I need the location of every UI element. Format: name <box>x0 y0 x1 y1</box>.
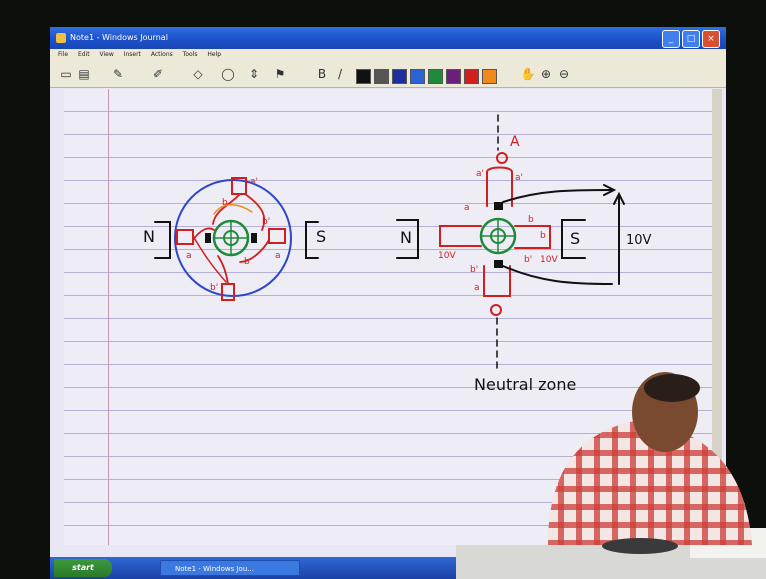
right-coil-label: b <box>528 215 534 225</box>
start-button[interactable]: start <box>54 559 112 577</box>
left-coil-bottom <box>221 283 235 301</box>
right-n-pole-bracket <box>396 219 419 259</box>
line-width-icon[interactable]: / <box>337 67 343 81</box>
right-coil-label: a' <box>476 169 484 179</box>
pen-icon[interactable]: ✎ <box>112 67 124 81</box>
menu-file[interactable]: File <box>58 51 69 58</box>
eraser-icon[interactable]: ◇ <box>193 67 203 81</box>
insert-space-icon[interactable]: ⇕ <box>248 67 260 81</box>
left-coil-left <box>176 229 194 245</box>
right-s-pole-label: S <box>570 229 580 248</box>
journal-app-icon <box>56 33 66 43</box>
zoom-out-icon[interactable]: ⊖ <box>558 67 570 81</box>
right-brush-bottom <box>494 260 503 268</box>
page-margin-line <box>108 89 109 545</box>
left-coil-wire-6 <box>192 235 227 283</box>
right-coil-label: b' <box>470 265 478 275</box>
left-coil-label: a' <box>250 177 258 187</box>
left-coil-wire-1 <box>212 193 241 225</box>
left-coil-label: a <box>186 251 192 261</box>
window-titlebar: Note1 - Windows Journal _ □ × <box>50 27 726 49</box>
window-title: Note1 - Windows Journal <box>70 33 168 42</box>
left-brush-left <box>205 233 211 243</box>
presenter-hair <box>644 374 700 402</box>
left-coil-wire-4 <box>239 239 270 263</box>
bold-icon[interactable]: B <box>317 67 327 81</box>
right-voltage-label: 10V <box>626 233 652 248</box>
right-coil-label: 10V <box>438 251 456 261</box>
color-swatch-gray[interactable] <box>374 69 389 84</box>
vertical-scrollbar[interactable] <box>712 89 722 545</box>
right-coil-top <box>486 166 513 207</box>
left-brush-right <box>251 233 257 243</box>
right-brush-top <box>494 202 503 210</box>
flag-icon[interactable]: ⚑ <box>274 67 286 81</box>
left-machine-diagram: N S a' b a b' a b' b' <box>143 177 326 301</box>
right-coil-label: a <box>474 283 480 293</box>
right-coil-label: b' <box>524 255 532 265</box>
color-swatch-purple[interactable] <box>446 69 461 84</box>
menu-insert[interactable]: Insert <box>123 51 141 58</box>
toolbar: ▭ ▤ ✎ ✐ ◇ ◯ ⇕ ⚑ B / ✋ ⊕ ⊖ <box>50 61 726 88</box>
tablet-device <box>602 538 678 554</box>
left-coil-wire-2 <box>244 193 266 231</box>
left-s-pole-label: S <box>316 227 326 246</box>
color-swatch-red[interactable] <box>464 69 479 84</box>
menu-tools[interactable]: Tools <box>182 51 198 58</box>
color-swatch-orange[interactable] <box>482 69 497 84</box>
left-coil-wire-7 <box>213 204 253 215</box>
right-n-pole-label: N <box>400 228 412 247</box>
right-coil-label: a' <box>515 173 523 183</box>
right-a-label: A <box>510 134 520 150</box>
right-machine-diagram: A N S 10V Neutral zone a' a' a a b b' b … <box>396 114 652 394</box>
open-folder-icon[interactable]: ▤ <box>78 67 90 81</box>
right-lead-bottom <box>502 265 613 285</box>
lasso-icon[interactable]: ◯ <box>221 67 235 81</box>
minimize-button[interactable]: _ <box>662 30 680 48</box>
left-coil-label: b' <box>210 283 218 293</box>
right-voltage-arrow <box>613 191 625 205</box>
menu-edit[interactable]: Edit <box>77 51 90 58</box>
zoom-in-icon[interactable]: ⊕ <box>540 67 552 81</box>
color-swatch-black[interactable] <box>356 69 371 84</box>
left-coil-wire-5 <box>217 255 229 285</box>
right-coil-bottom <box>483 265 511 297</box>
close-button[interactable]: × <box>702 30 720 48</box>
menu-actions[interactable]: Actions <box>150 51 173 58</box>
menu-bar: File Edit View Insert Actions Tools Help <box>50 49 726 61</box>
right-coil-right <box>514 225 551 249</box>
menu-view[interactable]: View <box>99 51 114 58</box>
hand-icon[interactable]: ✋ <box>520 67 536 81</box>
maximize-button[interactable]: □ <box>682 30 700 48</box>
right-coil-label: a <box>464 203 470 213</box>
left-coil-label: b' <box>262 217 270 227</box>
left-n-pole-bracket <box>154 221 171 259</box>
left-coil-label: b <box>222 198 228 208</box>
right-coil-label: b <box>540 231 546 241</box>
left-coil-label: b' <box>244 257 252 267</box>
new-page-icon[interactable]: ▭ <box>60 67 72 81</box>
right-top-terminal <box>496 152 508 164</box>
right-lead-arrow <box>603 184 617 196</box>
presenter-shirt-pattern <box>548 420 752 545</box>
right-coil-label: 10V <box>540 255 558 265</box>
left-n-pole-label: N <box>143 227 155 246</box>
right-coil-left <box>439 225 482 247</box>
left-coil-label: a <box>275 251 281 261</box>
left-coil-right <box>268 228 286 244</box>
presenter-video-overlay <box>456 372 766 579</box>
color-swatch-navy[interactable] <box>392 69 407 84</box>
highlighter-icon[interactable]: ✐ <box>152 67 164 81</box>
taskbar-item-journal[interactable]: Note1 - Windows Jou... <box>160 560 300 576</box>
color-swatch-green[interactable] <box>428 69 443 84</box>
right-s-pole-bracket <box>561 219 586 259</box>
right-lead-top <box>502 189 613 203</box>
color-swatch-blue[interactable] <box>410 69 425 84</box>
right-bottom-terminal <box>490 304 502 316</box>
right-neutral-zone-label: Neutral zone <box>474 375 576 394</box>
left-s-pole-bracket <box>305 221 319 259</box>
menu-help[interactable]: Help <box>207 51 222 58</box>
window-controls: _ □ × <box>662 30 720 48</box>
